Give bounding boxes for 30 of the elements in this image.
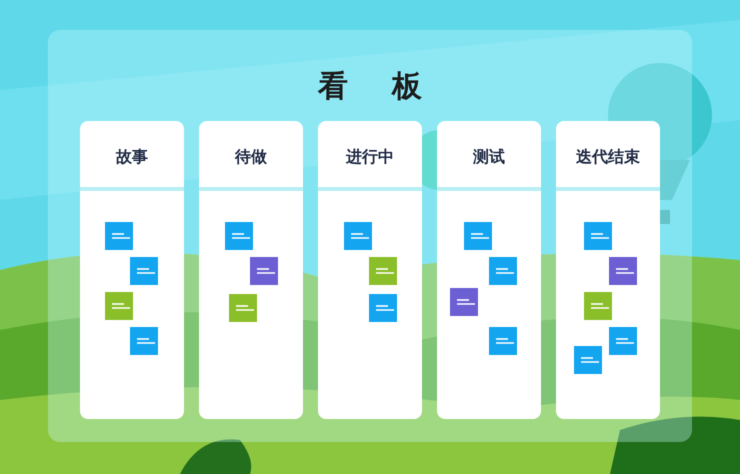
sticky-note [584, 292, 612, 320]
sticky-note [489, 257, 517, 285]
sticky-note [130, 257, 158, 285]
sticky-note [609, 327, 637, 355]
sticky-note [225, 222, 253, 250]
sticky-note [574, 346, 602, 374]
kanban-column [199, 121, 303, 419]
kanban-column [80, 121, 184, 419]
sticky-note [489, 327, 517, 355]
kanban-column [437, 121, 541, 419]
column-title: 进行中 [344, 147, 395, 168]
sticky-note [464, 222, 492, 250]
kanban-column [318, 121, 422, 419]
sticky-note [105, 222, 133, 250]
sticky-note [105, 292, 133, 320]
sticky-note [229, 294, 257, 322]
column-title: 测试 [472, 147, 506, 168]
sticky-note [609, 257, 637, 285]
sticky-note [450, 288, 478, 316]
column-title: 迭代结束 [575, 147, 641, 168]
column-title: 待做 [234, 147, 268, 168]
sticky-note [344, 222, 372, 250]
sticky-note [130, 327, 158, 355]
board-title: 看板 [316, 68, 467, 106]
sticky-note [250, 257, 278, 285]
sticky-note [369, 294, 397, 322]
column-title: 故事 [114, 147, 149, 168]
sticky-note [369, 257, 397, 285]
kanban-column [556, 121, 660, 419]
sticky-note [584, 222, 612, 250]
